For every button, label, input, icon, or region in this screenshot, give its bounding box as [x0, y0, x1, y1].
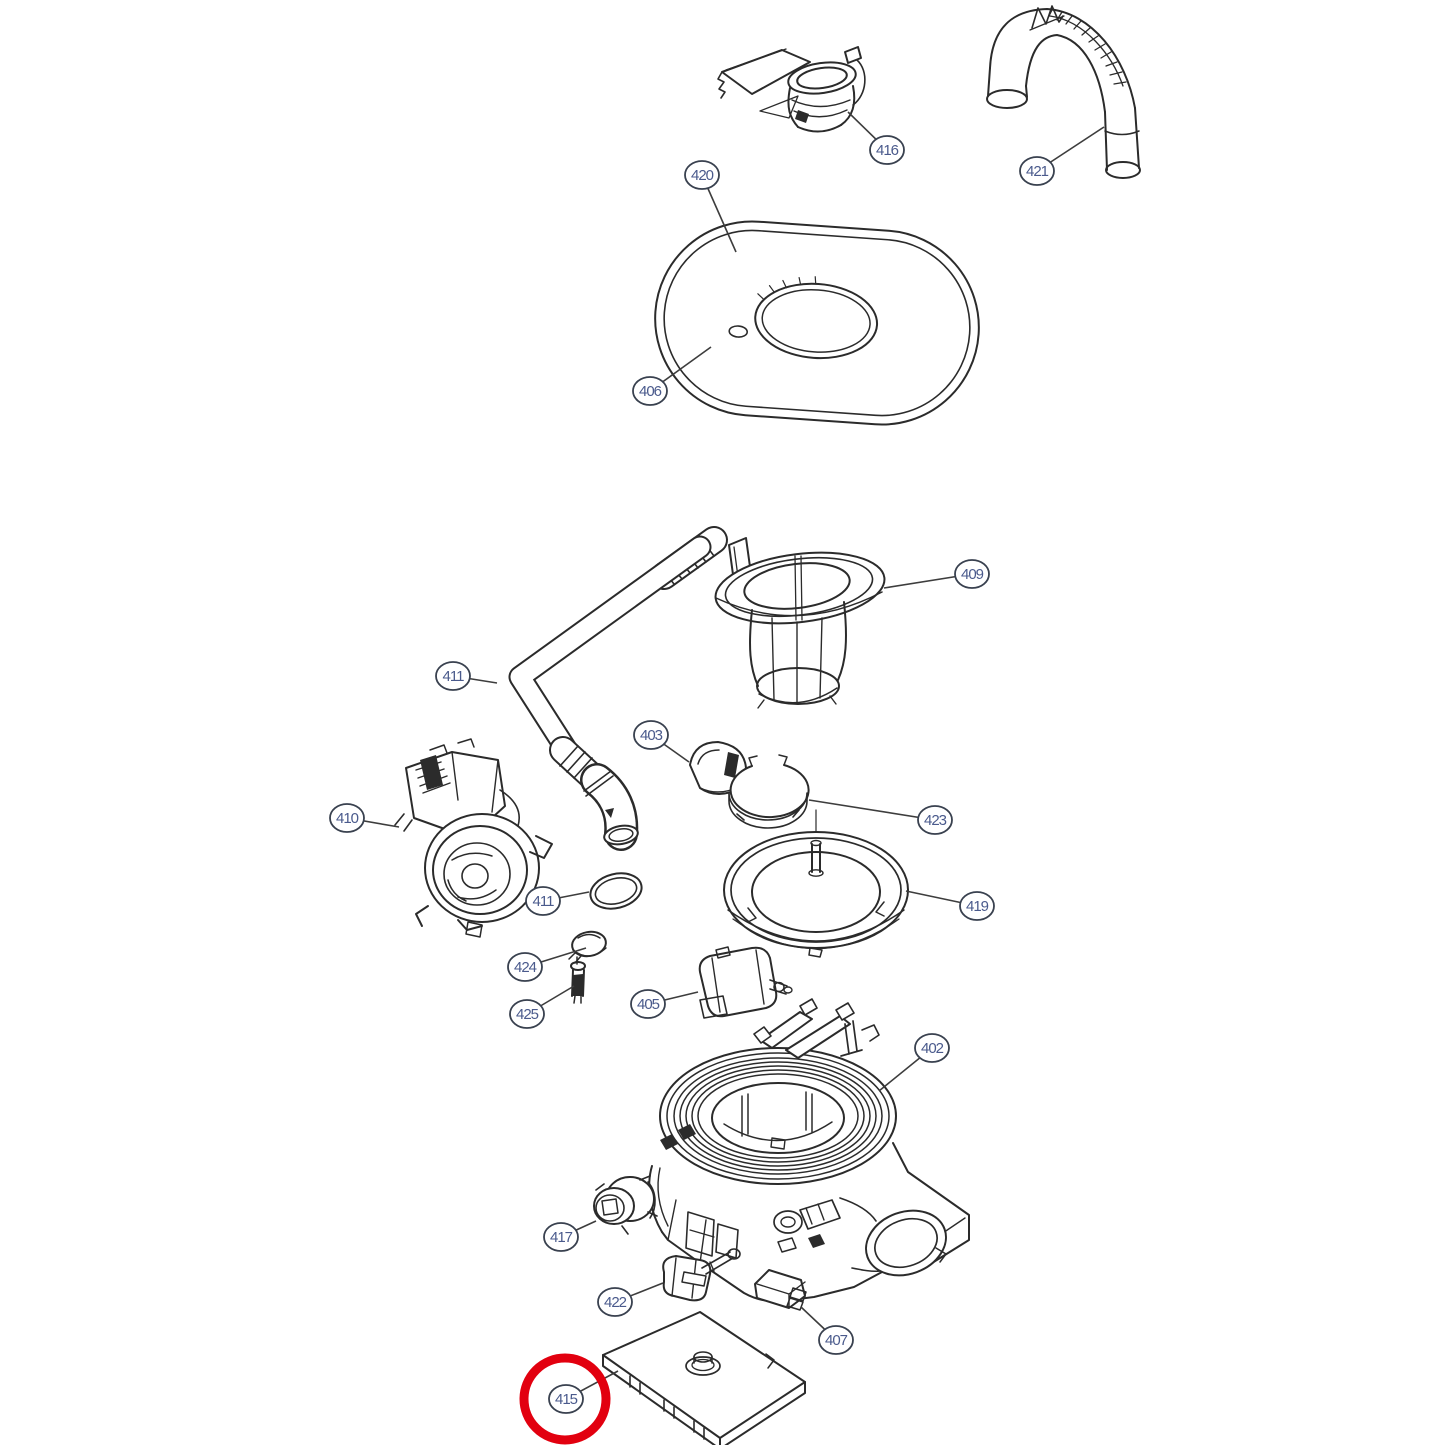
callout-bubble-402 — [914, 1033, 950, 1063]
part-411-hose-drawing — [508, 526, 728, 851]
callout-415: 415 — [548, 1370, 619, 1414]
callout-number-405: 405 — [637, 996, 660, 1013]
part-422-drawing — [662, 1248, 741, 1302]
part-423-drawing — [728, 754, 810, 829]
callout-number-409: 409 — [961, 566, 984, 583]
callout-bubble-419 — [959, 891, 995, 921]
callout-bubble-411-hose — [435, 661, 471, 691]
callout-bubble-422 — [597, 1287, 633, 1317]
callout-419: 419 — [905, 890, 995, 921]
callout-bubble-406 — [632, 376, 668, 406]
part-425-drawing — [570, 956, 586, 1004]
part-417-drawing — [593, 1175, 658, 1235]
callout-number-415: 415 — [555, 1391, 578, 1408]
callout-bubble-410 — [329, 803, 365, 833]
callout-number-403: 403 — [640, 727, 663, 744]
part-409-drawing — [714, 537, 886, 709]
callout-bubble-405 — [630, 989, 666, 1019]
callout-bubble-425 — [509, 999, 545, 1029]
callout-402: 402 — [878, 1033, 950, 1092]
part-407-drawing — [754, 1269, 807, 1311]
leader-line-423 — [808, 799, 936, 821]
callout-425: 425 — [509, 985, 575, 1029]
part-411-oring-drawing — [589, 872, 643, 910]
callout-bubble-409 — [954, 559, 990, 589]
part-402-drawing — [648, 998, 970, 1303]
part-415-drawing — [602, 1311, 806, 1445]
callout-403: 403 — [633, 720, 690, 763]
callout-number-416: 416 — [876, 142, 899, 159]
callout-number-407: 407 — [825, 1332, 848, 1349]
callout-416: 416 — [847, 111, 905, 165]
callout-number-424: 424 — [514, 959, 537, 976]
callout-bubble-411-oring — [525, 886, 561, 916]
highlight-layer — [519, 1353, 611, 1445]
callout-number-411-hose: 411 — [443, 668, 465, 685]
callout-number-419: 419 — [966, 898, 989, 915]
callout-421: 421 — [1019, 126, 1105, 186]
highlight-circle-415 — [519, 1353, 611, 1445]
callout-number-406: 406 — [639, 383, 662, 400]
callout-bubble-403 — [633, 720, 669, 750]
callout-420: 420 — [684, 160, 737, 253]
callout-410: 410 — [329, 803, 400, 833]
callout-411-hose: 411 — [435, 661, 498, 691]
callout-bubble-421 — [1019, 156, 1055, 186]
callout-406: 406 — [632, 346, 712, 406]
part-405-drawing — [698, 946, 793, 1019]
callout-number-402: 402 — [921, 1040, 944, 1057]
callout-number-425: 425 — [516, 1006, 539, 1023]
callout-417: 417 — [543, 1220, 597, 1252]
callout-407: 407 — [800, 1306, 854, 1355]
part-424-drawing — [568, 930, 607, 964]
part-410-drawing — [394, 738, 553, 938]
part-416-drawing — [717, 46, 866, 133]
callout-422: 422 — [597, 1282, 664, 1317]
callout-411-oring: 411 — [525, 886, 590, 916]
callout-number-421: 421 — [1026, 163, 1049, 180]
callout-405: 405 — [630, 989, 699, 1019]
callout-bubble-417 — [543, 1222, 579, 1252]
callout-number-422: 422 — [604, 1294, 627, 1311]
part-406-drawing — [654, 220, 980, 426]
callout-number-417: 417 — [550, 1229, 573, 1246]
callout-424: 424 — [507, 947, 587, 982]
callout-bubble-424 — [507, 952, 543, 982]
callout-409: 409 — [883, 559, 990, 589]
callout-bubble-415 — [548, 1384, 584, 1414]
callouts-layer: 416 421 420 406 409 411 403 410 423 411 419 424 425 4… — [329, 111, 1105, 1414]
callout-number-411-oring: 411 — [533, 893, 555, 910]
callout-bubble-407 — [818, 1325, 854, 1355]
callout-number-420: 420 — [691, 167, 714, 184]
callout-bubble-423 — [917, 805, 953, 835]
callout-423: 423 — [808, 799, 953, 835]
callout-bubble-420 — [684, 160, 720, 190]
callout-number-410: 410 — [336, 810, 359, 827]
part-419-drawing — [723, 809, 909, 958]
callout-number-423: 423 — [924, 812, 947, 829]
callout-bubble-416 — [869, 135, 905, 165]
part-421-drawing — [986, 5, 1141, 179]
